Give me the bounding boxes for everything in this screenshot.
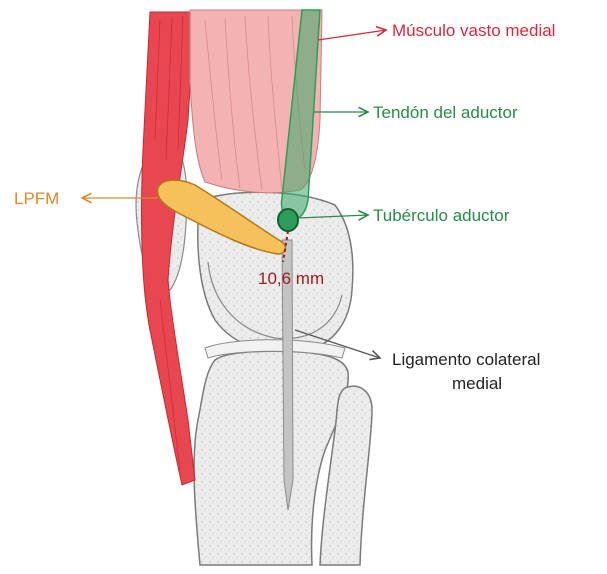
medial-red-muscle	[142, 12, 195, 485]
label-distance: 10,6 mm	[258, 269, 324, 288]
label-mcl-line2: medial	[452, 374, 502, 393]
label-adductor-tendon: Tendón del aductor	[373, 103, 518, 122]
label-vastus-medialis: Músculo vasto medial	[392, 21, 555, 40]
label-mcl-line1: Ligamento colateral	[392, 350, 540, 369]
vastus-leader-arrow	[318, 30, 386, 40]
label-lpfm: LPFM	[14, 189, 59, 208]
adductor-tubercle	[278, 209, 298, 231]
label-adductor-tubercle: Tubérculo aductor	[373, 206, 510, 225]
